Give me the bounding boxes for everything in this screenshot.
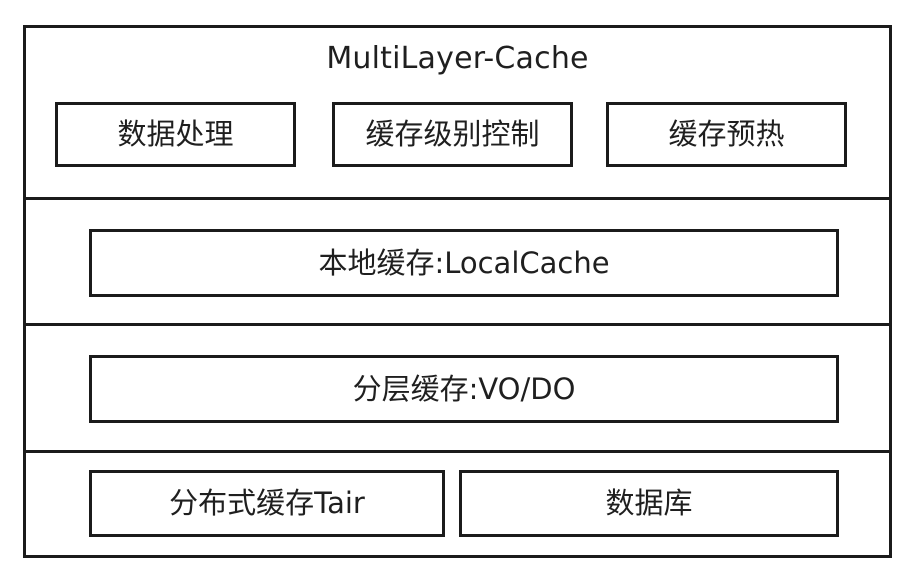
box-cache-level-control[interactable]: 缓存级别控制 — [332, 102, 573, 167]
box-tiered-cache-label: 分层缓存:VO/DO — [352, 371, 576, 406]
feature-box-row: 数据处理 缓存级别控制 缓存预热 — [55, 102, 863, 167]
layer-application: MultiLayer-Cache 数据处理 缓存级别控制 缓存预热 — [26, 28, 889, 197]
box-database-label: 数据库 — [605, 486, 693, 520]
box-cache-preheat[interactable]: 缓存预热 — [606, 102, 847, 167]
multilayer-cache-diagram: MultiLayer-Cache 数据处理 缓存级别控制 缓存预热 本地缓存:L… — [23, 25, 892, 558]
layer-backing-store: 分布式缓存Tair 数据库 — [26, 450, 889, 555]
backing-store-box-row: 分布式缓存Tair 数据库 — [89, 470, 839, 537]
box-local-cache-label: 本地缓存:LocalCache — [318, 245, 610, 280]
layer-tiered-cache: 分层缓存:VO/DO — [26, 323, 889, 450]
box-database[interactable]: 数据库 — [459, 470, 839, 537]
page-title: MultiLayer-Cache — [326, 41, 589, 76]
box-data-processing-label: 数据处理 — [117, 117, 234, 151]
box-distributed-cache-tair[interactable]: 分布式缓存Tair — [89, 470, 445, 537]
box-distributed-cache-tair-label: 分布式缓存Tair — [169, 486, 365, 520]
box-tiered-cache[interactable]: 分层缓存:VO/DO — [89, 355, 839, 423]
box-cache-level-control-label: 缓存级别控制 — [365, 117, 540, 151]
layer-local-cache: 本地缓存:LocalCache — [26, 197, 889, 323]
box-cache-preheat-label: 缓存预热 — [668, 117, 785, 151]
box-data-processing[interactable]: 数据处理 — [55, 102, 296, 167]
local-cache-box-row: 本地缓存:LocalCache — [89, 229, 839, 297]
tiered-cache-box-row: 分层缓存:VO/DO — [89, 355, 839, 423]
box-local-cache[interactable]: 本地缓存:LocalCache — [89, 229, 839, 297]
